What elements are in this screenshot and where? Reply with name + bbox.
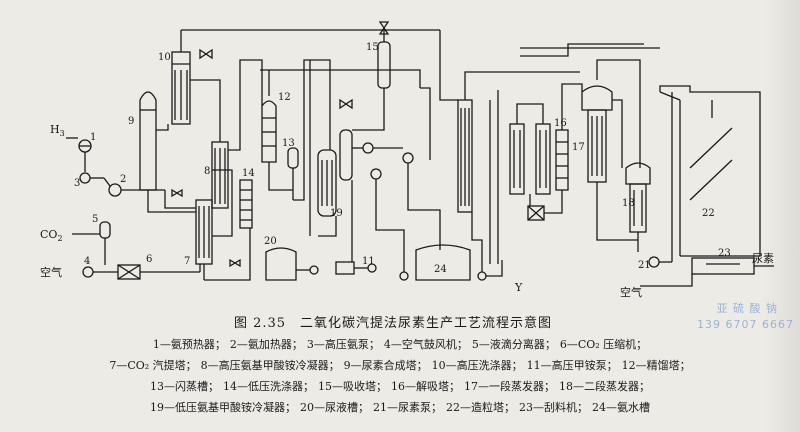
label-15: 15 [366,42,379,53]
equipment-number-labels: 1 2 3 4 5 6 7 8 9 10 11 12 13 14 15 16 1… [74,42,731,275]
label-4: 4 [84,256,90,267]
y-label: Y [514,281,523,294]
figure-title: 二氧化碳汽提法尿素生产工艺流程示意图 [300,316,553,331]
legend-item: 14—低压洗涤器； [223,380,314,393]
legend-item: 23—刮料机； [519,401,588,414]
legend-row-1: 1—氨预热器；2—氨加热器；3—高压氨泵；4—空气鼓风机；5—液滴分离器；6—C… [8,334,792,355]
label-6: 6 [146,254,152,265]
figure-number: 图 2.35 [233,316,287,331]
label-20: 20 [264,236,277,247]
desorption-column-c [535,123,551,195]
high-pressure-scrubber [171,29,440,125]
legend-item: 22—造粒塔； [446,401,515,414]
legend-item: 7—CO₂ 汽提塔； [109,359,197,372]
watermark-line-1: 亚 硫 酸 钠 [716,302,778,315]
label-10: 10 [158,52,171,63]
legend-item: 19—低压氨基甲酸铵冷凝器； [150,401,296,414]
urea-pump [648,256,672,268]
desorption-column-a [457,99,473,213]
legend-item: 18—二段蒸发器； [559,380,650,393]
air-right-label: 空气 [620,285,642,299]
label-9: 9 [128,116,134,127]
rectifying-tower [261,70,277,163]
label-23: 23 [718,248,731,259]
low-pressure-carbamate-condenser [317,149,337,217]
high-pressure-carbamate-pump [335,261,377,275]
label-19: 19 [330,208,343,219]
h3-label: H3 [50,123,65,138]
high-pressure-ammonia-pump [79,172,104,184]
legend-item: 4—空气鼓风机； [383,338,468,351]
label-21: 21 [638,260,651,271]
legend-item: 2—氨加热器； [229,338,303,351]
label-16: 16 [554,118,567,129]
legend-item: 8—高压氨基甲酸铵冷凝器； [200,359,340,372]
label-1: 1 [90,132,96,143]
label-8: 8 [204,166,210,177]
legend-item: 10—高压洗涤器； [431,359,523,372]
process-flow-diagram: H3 CO2 空气 空气 Y 尿素 [40,21,774,299]
low-pressure-scrubber [239,179,253,229]
air-left-label: 空气 [40,265,62,279]
flash-tank [287,147,299,200]
prilling-tower [659,85,761,257]
urea-solution-tank [265,247,319,281]
second-stage-evaporator [625,162,651,252]
label-2: 2 [120,174,126,185]
first-stage-evaporator [581,85,613,183]
label-3: 3 [74,178,80,189]
legend-item: 6—CO₂ 压缩机； [559,338,648,351]
legend-item: 13—闪蒸槽； [150,380,219,393]
legend-item: 11—高压甲铵泵； [526,359,618,372]
legend-item: 17—一段蒸发器； [464,380,555,393]
label-17: 17 [572,142,585,153]
label-14: 14 [242,168,255,179]
urea-synthesis-tower [139,91,157,205]
co2-compressor [117,264,200,280]
legend-item: 15—吸收塔； [318,380,387,393]
desorption-column-b [509,123,525,195]
legend-item: 16—解吸塔； [391,380,460,393]
watermark-line-2: 139 6707 6667 [697,318,794,331]
legend-item: 5—液滴分离器； [471,338,556,351]
label-12: 12 [278,92,291,103]
intermediate-vessels [339,129,414,181]
label-18: 18 [622,198,635,209]
scraper [691,257,774,275]
legend-item: 1—氨预热器； [152,338,226,351]
legend-item: 24—氨水槽 [592,401,650,414]
co2-stripper [195,199,236,281]
legend-item: 12—精馏塔； [621,359,691,372]
label-24: 24 [434,264,447,275]
legend-item: 21—尿素泵； [373,401,442,414]
legend-item: 20—尿液槽； [300,401,369,414]
label-22: 22 [702,208,715,219]
legend-row-3: 13—闪蒸槽； 14—低压洗涤器； 15—吸收塔； 16—解吸塔； 17—一段蒸发器； 1… [8,376,792,397]
legend-row-2: 7—CO₂ 汽提塔；8—高压氨基甲酸铵冷凝器；9—尿素合成塔；10—高压洗涤器；… [8,355,792,376]
valves [171,21,390,268]
figure-caption: 图 2.35 二氧化碳汽提法尿素生产工艺流程示意图 [0,312,800,331]
label-5: 5 [92,214,98,225]
process-piping [147,30,693,287]
droplet-separator [72,221,111,265]
absorption-tower [377,28,391,120]
co2-label: CO2 [40,228,63,243]
desorption-tower [555,129,569,191]
label-7: 7 [184,256,190,267]
urea-label: 尿素 [752,252,774,265]
legend-row-4: 19—低压氨基甲酸铵冷凝器； 20—尿液槽； 21—尿素泵； 22—造粒塔； 23—刮料… [8,397,792,418]
high-pressure-carbamate-condenser [211,141,229,209]
legend-item: 3—高压氨泵； [306,338,380,351]
page-edge-shadow [764,0,800,432]
ammonia-preheater [66,137,92,172]
legend-item: 9—尿素合成塔； [343,359,428,372]
equipment-legend: 1—氨预热器；2—氨加热器；3—高压氨泵；4—空气鼓风机；5—液滴分离器；6—C… [8,334,792,418]
label-11: 11 [362,256,375,267]
label-13: 13 [282,138,295,149]
air-blower [82,266,118,278]
heat-exchanger-box [527,205,545,221]
